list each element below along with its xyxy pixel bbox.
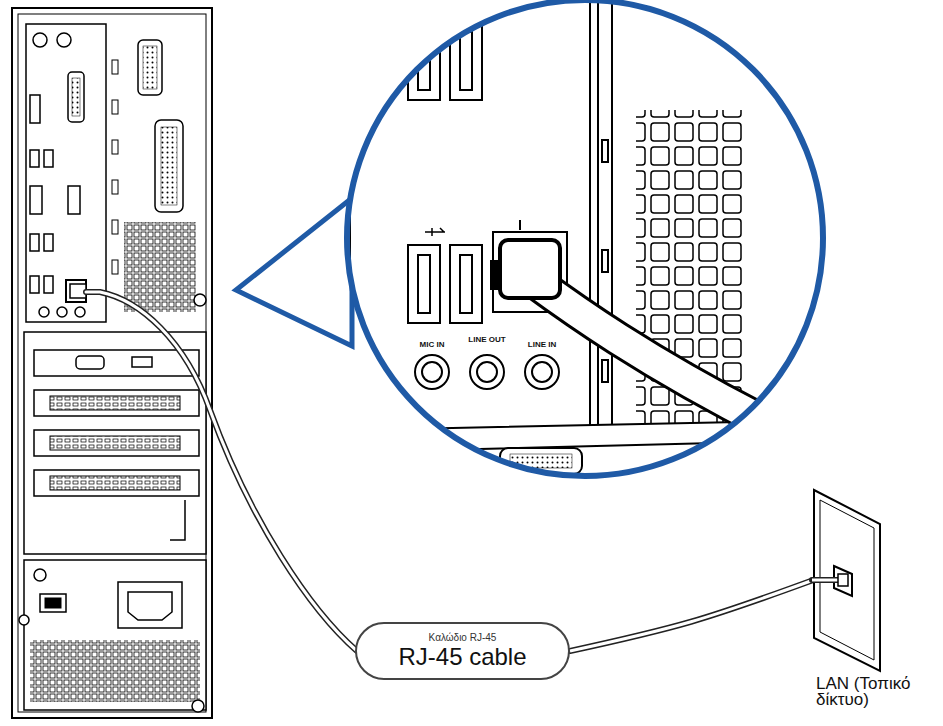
vent-slot — [602, 360, 608, 382]
wall-plate — [812, 488, 884, 673]
case-inner — [18, 14, 206, 712]
hdmi-port — [30, 95, 40, 123]
usb-port — [30, 276, 39, 293]
io-panel — [26, 24, 106, 322]
cable-core — [86, 292, 357, 651]
psu-vents — [30, 640, 200, 702]
vent-slot — [112, 220, 118, 234]
usb-port — [450, 245, 482, 323]
audio-jack — [39, 307, 49, 317]
vent-slot — [112, 260, 118, 274]
cable-sheath — [570, 581, 812, 652]
power-inlet — [118, 582, 182, 628]
screw — [34, 569, 46, 581]
usb-port — [44, 276, 53, 293]
cable-label: Καλώδιο RJ-45RJ-45 cable — [355, 622, 570, 680]
parallel-pins — [161, 127, 177, 205]
cable-label-text: RJ-45 cable — [398, 644, 526, 670]
audio-jack-ring — [532, 362, 552, 382]
plug-clip — [490, 260, 500, 290]
ps2-port — [33, 33, 47, 47]
audio-jack — [75, 307, 85, 317]
usb-tongue — [418, 255, 430, 313]
port-label: MIC IN — [412, 341, 452, 349]
vent-slot — [602, 250, 608, 272]
ps2-port — [57, 33, 71, 47]
slot-vents — [50, 436, 180, 450]
cable-label-translation: Καλώδιο RJ-45 — [429, 632, 497, 644]
usb-symbol — [425, 228, 445, 236]
parallel-port — [155, 120, 183, 212]
panel-ledge — [360, 420, 830, 452]
socket-heading: LAN (Τοπικό δίκτυο) — [816, 676, 941, 708]
usb-port — [408, 245, 440, 323]
audio-jack — [470, 355, 504, 389]
vent-slot — [112, 100, 118, 114]
expansion-slot — [34, 470, 199, 496]
port-label: LINE OUT — [467, 336, 507, 344]
hdmi-port — [132, 357, 152, 367]
dvi-pins — [72, 78, 80, 116]
switch-rocker — [45, 598, 61, 608]
port-mark — [519, 220, 521, 230]
dvi-port — [68, 72, 84, 122]
panel-edge — [597, 0, 599, 440]
screw — [19, 615, 29, 625]
expansion-area — [24, 332, 206, 554]
usb-port — [30, 150, 39, 167]
expansion-slot — [34, 350, 199, 376]
main-cable — [86, 292, 357, 651]
displayport — [68, 186, 80, 214]
serial-port — [138, 40, 162, 95]
usb-port — [30, 234, 39, 251]
cable-sheath — [530, 278, 780, 430]
case-outline — [12, 8, 212, 718]
serial-pins — [143, 46, 157, 89]
displayport — [30, 186, 42, 214]
wall-socket: LAN (Τοπικό δίκτυο) — [812, 488, 884, 673]
usb-port — [44, 150, 53, 167]
screw — [194, 294, 206, 306]
psu-area — [24, 560, 206, 710]
audio-jack — [57, 307, 67, 317]
vent-slot — [112, 60, 118, 74]
callout-pointer — [236, 198, 352, 346]
usb-tongue — [460, 255, 472, 313]
magnified-view — [347, 0, 852, 476]
slot-vents — [50, 396, 180, 410]
lan-plug — [500, 240, 560, 298]
vent-slot — [602, 140, 608, 162]
vent-slot — [112, 180, 118, 194]
network-cable — [570, 581, 812, 652]
lan-plug — [838, 574, 848, 586]
slot-vents — [50, 476, 180, 490]
usb-symbol — [455, 8, 475, 16]
lan-port — [66, 280, 86, 302]
vent-grid — [124, 222, 196, 312]
audio-jack — [525, 355, 559, 389]
cable-sheath — [86, 292, 357, 651]
audio-jack-ring — [477, 362, 497, 382]
expansion-slot — [34, 390, 199, 416]
inlet-socket — [128, 592, 172, 620]
usb-tongue — [460, 32, 472, 90]
power-switch — [40, 594, 66, 612]
vga-port — [76, 356, 104, 369]
audio-jack-ring — [422, 362, 442, 382]
vent-slot — [112, 140, 118, 154]
cable-core — [530, 278, 780, 430]
usb-port — [44, 234, 53, 251]
screw — [192, 700, 204, 712]
port-label: LINE IN — [522, 341, 562, 349]
pc-tower — [12, 8, 212, 718]
bracket-line — [170, 500, 185, 540]
audio-jack — [415, 355, 449, 389]
expansion-slot — [34, 430, 199, 456]
magnifier-ring — [347, 0, 823, 476]
